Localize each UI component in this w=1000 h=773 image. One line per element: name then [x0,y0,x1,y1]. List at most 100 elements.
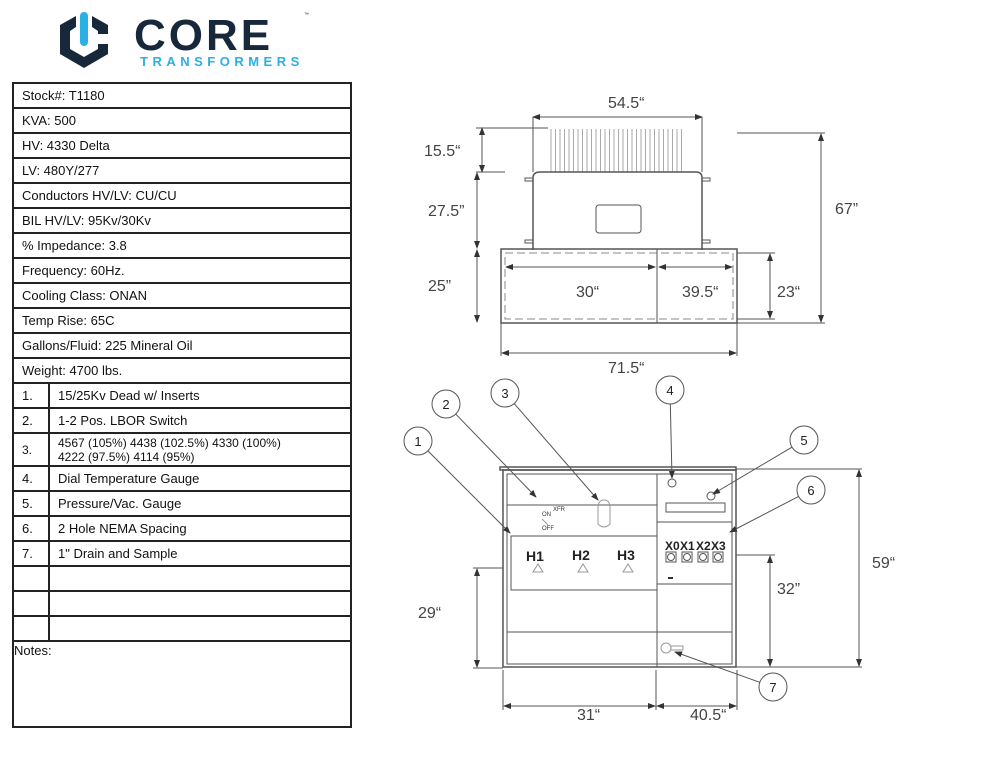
spec-row: Conductors HV/LV: CU/CU [12,182,352,209]
bushing-x1: X1 [680,539,695,553]
item-cell: 15/25Kv Dead w/ Inserts [48,382,352,409]
tap-changer [597,499,611,528]
spec-cell: HV: 4330 Delta [12,132,352,159]
item-cell: Dial Temperature Gauge [48,465,352,492]
bushing-x3: X3 [711,539,726,553]
trademark: ™ [304,12,309,18]
empty-row [12,565,352,592]
spec-row: Frequency: 60Hz. [12,257,352,284]
callout-number: 7 [769,680,776,695]
bushing-x0: X0 [665,539,680,553]
callout-leader [712,446,793,495]
item-row: 2. 1-2 Pos. LBOR Switch [12,407,352,434]
bushing-h3: H3 [617,547,635,563]
item-row: 3.4567 (105%) 4438 (102.5%) 4330 (100%)4… [12,432,352,467]
item-row: 1. 15/25Kv Dead w/ Inserts [12,382,352,409]
lv-bushing-panel [656,521,733,585]
lv-bushing [697,551,709,563]
callout-leader [513,403,599,501]
spec-cell: Cooling Class: ONAN [12,282,352,309]
callout-circle [758,672,788,702]
spec-row: % Impedance: 3.8 [12,232,352,259]
top-view-dimensions: 54.5“ 15.5“ 27.5” 25” 30“ 39.5“ 23“ 67” … [424,95,858,377]
item-number: 4. [12,465,50,492]
notes-label: Notes: [12,640,352,728]
callout-number: 6 [807,483,814,498]
empty-row [12,590,352,617]
dim-left-comp: 30“ [576,284,599,301]
callout-number: 1 [414,434,421,449]
brand-name: CORE [134,11,273,60]
pressure-gauge [706,491,716,501]
switch-on-label: ON [542,512,551,518]
spec-row: KVA: 500 [12,107,352,134]
spec-cell: Gallons/Fluid: 225 Mineral Oil [12,332,352,359]
callout-circle [403,426,433,456]
item-number: 5. [12,490,50,517]
item-text: 15/25Kv Dead w/ Inserts [58,387,200,403]
dim-hv-height: 29“ [418,605,441,622]
callout-number: 2 [442,397,449,412]
spec-row: BIL HV/LV: 95Kv/30Kv [12,207,352,234]
item-row: 7. 1" Drain and Sample [12,540,352,567]
bushing-h1: H1 [526,548,544,564]
spec-cell: Temp Rise: 65C [12,307,352,334]
dim-lv-height: 32” [777,581,800,598]
nameplate [595,204,642,234]
item-text-2: 4222 (97.5%) 4114 (95%) [58,449,195,464]
callout-circle [431,389,461,419]
item-text: Pressure/Vac. Gauge [58,495,182,511]
temp-gauge [667,478,677,488]
item-cell: 1-2 Pos. LBOR Switch [48,407,352,434]
callout-leader [668,403,675,479]
callout-circle [655,375,685,405]
spec-cell: BIL HV/LV: 95Kv/30Kv [12,207,352,234]
spec-cell: Frequency: 60Hz. [12,257,352,284]
top-view [474,114,825,356]
dim-total-width: 71.5“ [608,360,644,377]
callout-leader [455,413,537,498]
empty-row [12,615,352,642]
bushing-h2: H2 [572,547,590,563]
item-number: 6. [12,515,50,542]
spec-row: HV: 4330 Delta [12,132,352,159]
gauge-slot [665,502,726,513]
dim-fin-height: 15.5“ [424,143,460,160]
spec-cell: LV: 480Y/277 [12,157,352,184]
dim-tank-height: 27.5” [428,203,464,220]
spec-cell: KVA: 500 [12,107,352,134]
core-logo: CORE ™ TRANSFORMERS [60,11,309,69]
item-cell: Pressure/Vac. Gauge [48,490,352,517]
spec-cell: Weight: 4700 lbs. [12,357,352,384]
dim-right-width: 40.5“ [690,707,726,724]
callout-circle [796,475,826,505]
front-view [403,375,862,710]
callout-number: 5 [800,433,807,448]
item-text: 1" Drain and Sample [58,545,178,561]
dim-base-height: 25” [428,278,451,295]
item-number: 7. [12,540,50,567]
callout-circle [789,425,819,455]
item-number: 2. [12,407,50,434]
spec-row: LV: 480Y/277 [12,157,352,184]
item-row: 5. Pressure/Vac. Gauge [12,490,352,517]
item-cell: 2 Hole NEMA Spacing [48,515,352,542]
item-cell: 1" Drain and Sample [48,540,352,567]
callout-leader [729,496,799,533]
item-text: 1-2 Pos. LBOR Switch [58,412,188,428]
item-text: Dial Temperature Gauge [58,470,200,486]
lv-bushing [665,551,677,563]
callout-number: 3 [501,386,508,401]
spec-row: Gallons/Fluid: 225 Mineral Oil [12,332,352,359]
item-number: 1. [12,382,50,409]
lv-bushing [712,551,724,563]
dim-front-height: 59“ [872,555,895,572]
callout-leader [674,651,760,683]
dim-width-top: 54.5“ [608,95,644,112]
spec-cell: Stock#: T1180 [12,82,352,109]
spec-row: Weight: 4700 lbs. [12,357,352,384]
callout-number: 4 [666,383,673,398]
